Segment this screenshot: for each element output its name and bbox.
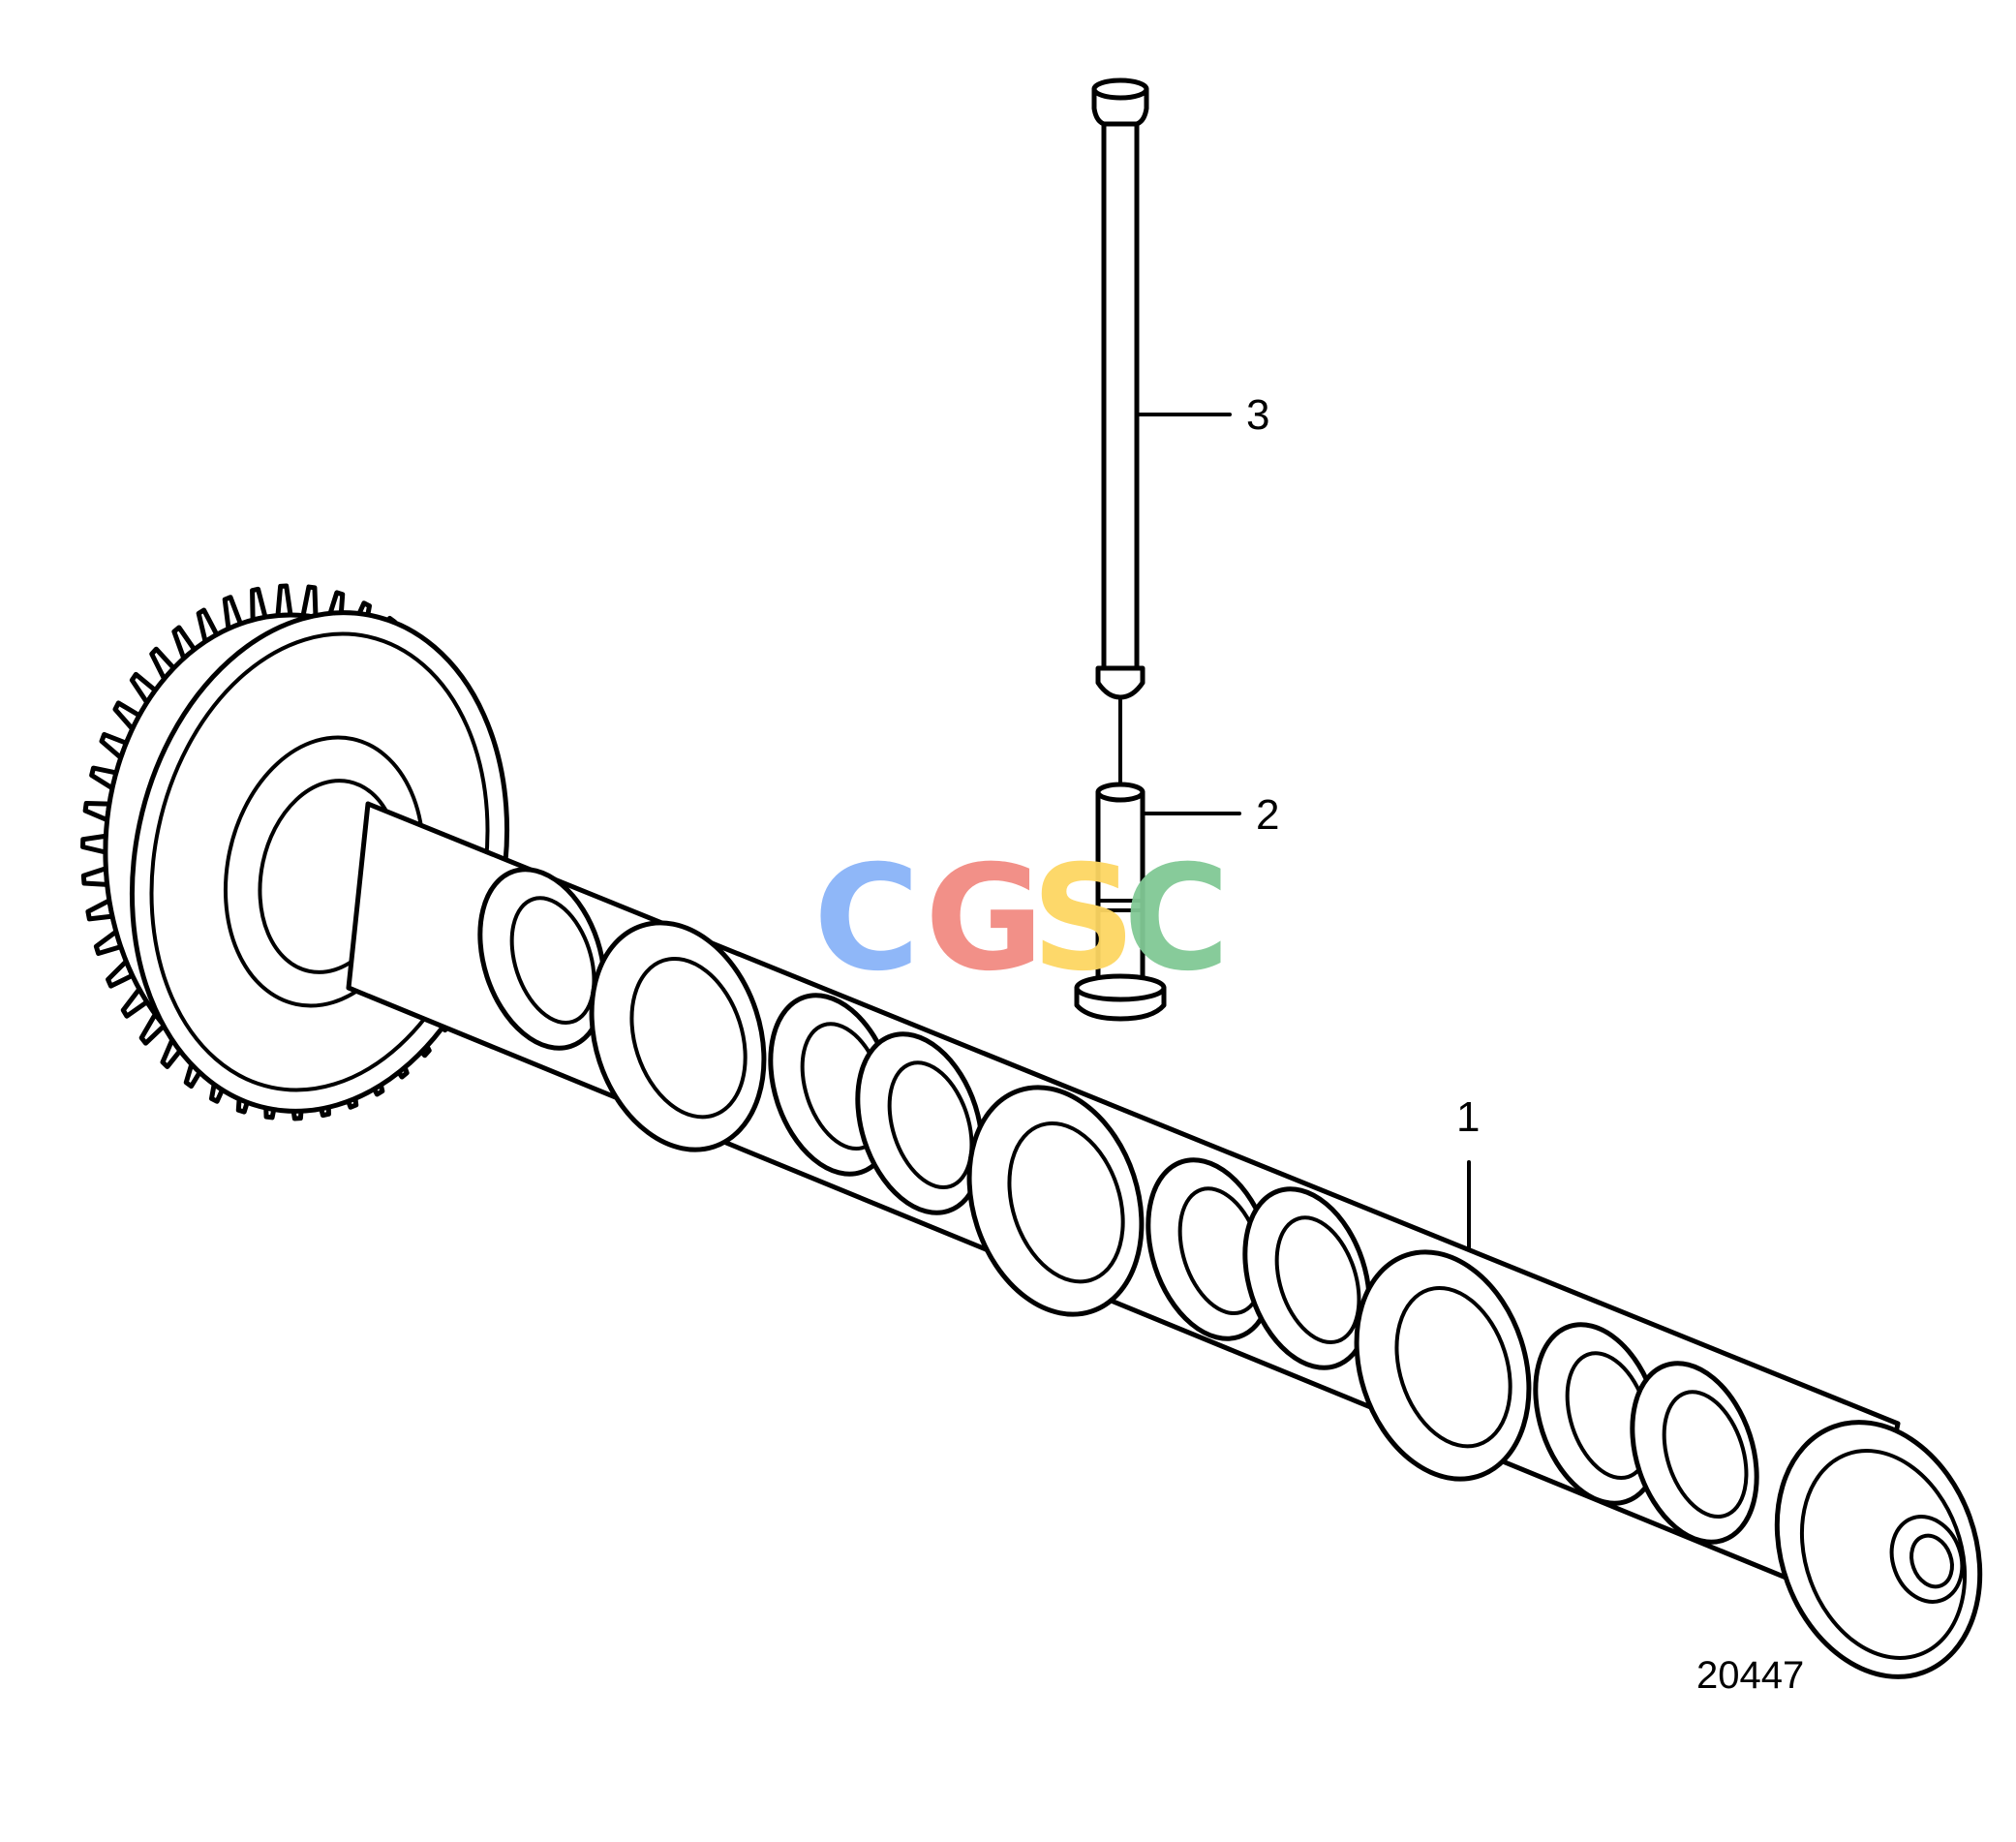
callout-1: 1 (1456, 1093, 1480, 1141)
cam-detail (509, 896, 596, 1026)
watermark-letter-3: S (1031, 835, 1136, 1003)
cam-journal (589, 920, 767, 1152)
cam-detail (1007, 1121, 1125, 1284)
cam-lobe (1242, 1186, 1372, 1370)
cam-lobes (477, 867, 1759, 1545)
gear-tooth (300, 584, 319, 620)
cam-detail (1394, 1285, 1512, 1449)
cam-lobe (1630, 1361, 1759, 1545)
callout-2: 2 (1256, 791, 1279, 839)
gear-tooth (80, 833, 108, 855)
cam-detail (1274, 1215, 1361, 1345)
push-rod-icon (1091, 77, 1149, 700)
cam-lobe (477, 867, 607, 1051)
tappet-icon (1074, 782, 1167, 1022)
watermark-letter-2: G (925, 835, 1044, 1003)
cam-detail (887, 1060, 974, 1190)
watermark: C G S C (813, 835, 1230, 1003)
callout-3: 3 (1246, 391, 1269, 439)
cam-detail (629, 956, 748, 1120)
cam-journal (966, 1085, 1145, 1317)
watermark-letter-4: C (1123, 835, 1230, 1003)
cam-detail (1662, 1390, 1749, 1520)
cam-journal (1354, 1249, 1532, 1482)
figure-number: 20447 (1696, 1654, 1804, 1697)
cam-lobe (855, 1031, 985, 1215)
gear-tooth (275, 583, 293, 619)
camshaft-icon (80, 583, 1983, 1679)
watermark-letter-1: C (813, 835, 920, 1003)
